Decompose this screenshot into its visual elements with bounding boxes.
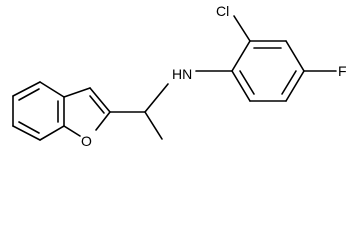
bond: [144, 83, 169, 113]
double-bond-inner: [239, 70, 255, 95]
bond: [231, 70, 251, 102]
bond: [63, 125, 81, 137]
fluorine-label: F: [338, 63, 347, 79]
ethyl-linker: [109, 83, 169, 140]
bond: [285, 40, 305, 72]
aniline-ring: [231, 40, 305, 102]
bond: [63, 87, 91, 98]
oxygen-label: O: [81, 133, 92, 149]
chlorine-bond: [233, 15, 251, 42]
double-bond-inner: [281, 70, 297, 95]
double-bond-inner: [89, 95, 105, 114]
bond: [231, 40, 251, 72]
double-bond-inner: [18, 88, 40, 101]
bond: [39, 81, 65, 98]
amine-label: HN: [172, 66, 192, 82]
double-bond-inner: [18, 121, 40, 134]
bond: [89, 87, 111, 113]
chemical-structure: O HN Cl F: [12, 3, 347, 149]
benzofuran-furan-ring: [63, 87, 111, 137]
chlorine-label: Cl: [216, 3, 229, 19]
methyl-bond: [144, 111, 163, 140]
bond: [285, 70, 305, 102]
bond: [12, 81, 41, 97]
benzofuran-benzene-ring: [12, 81, 65, 141]
bond: [39, 125, 65, 141]
bond: [95, 111, 111, 131]
bond: [12, 125, 41, 141]
